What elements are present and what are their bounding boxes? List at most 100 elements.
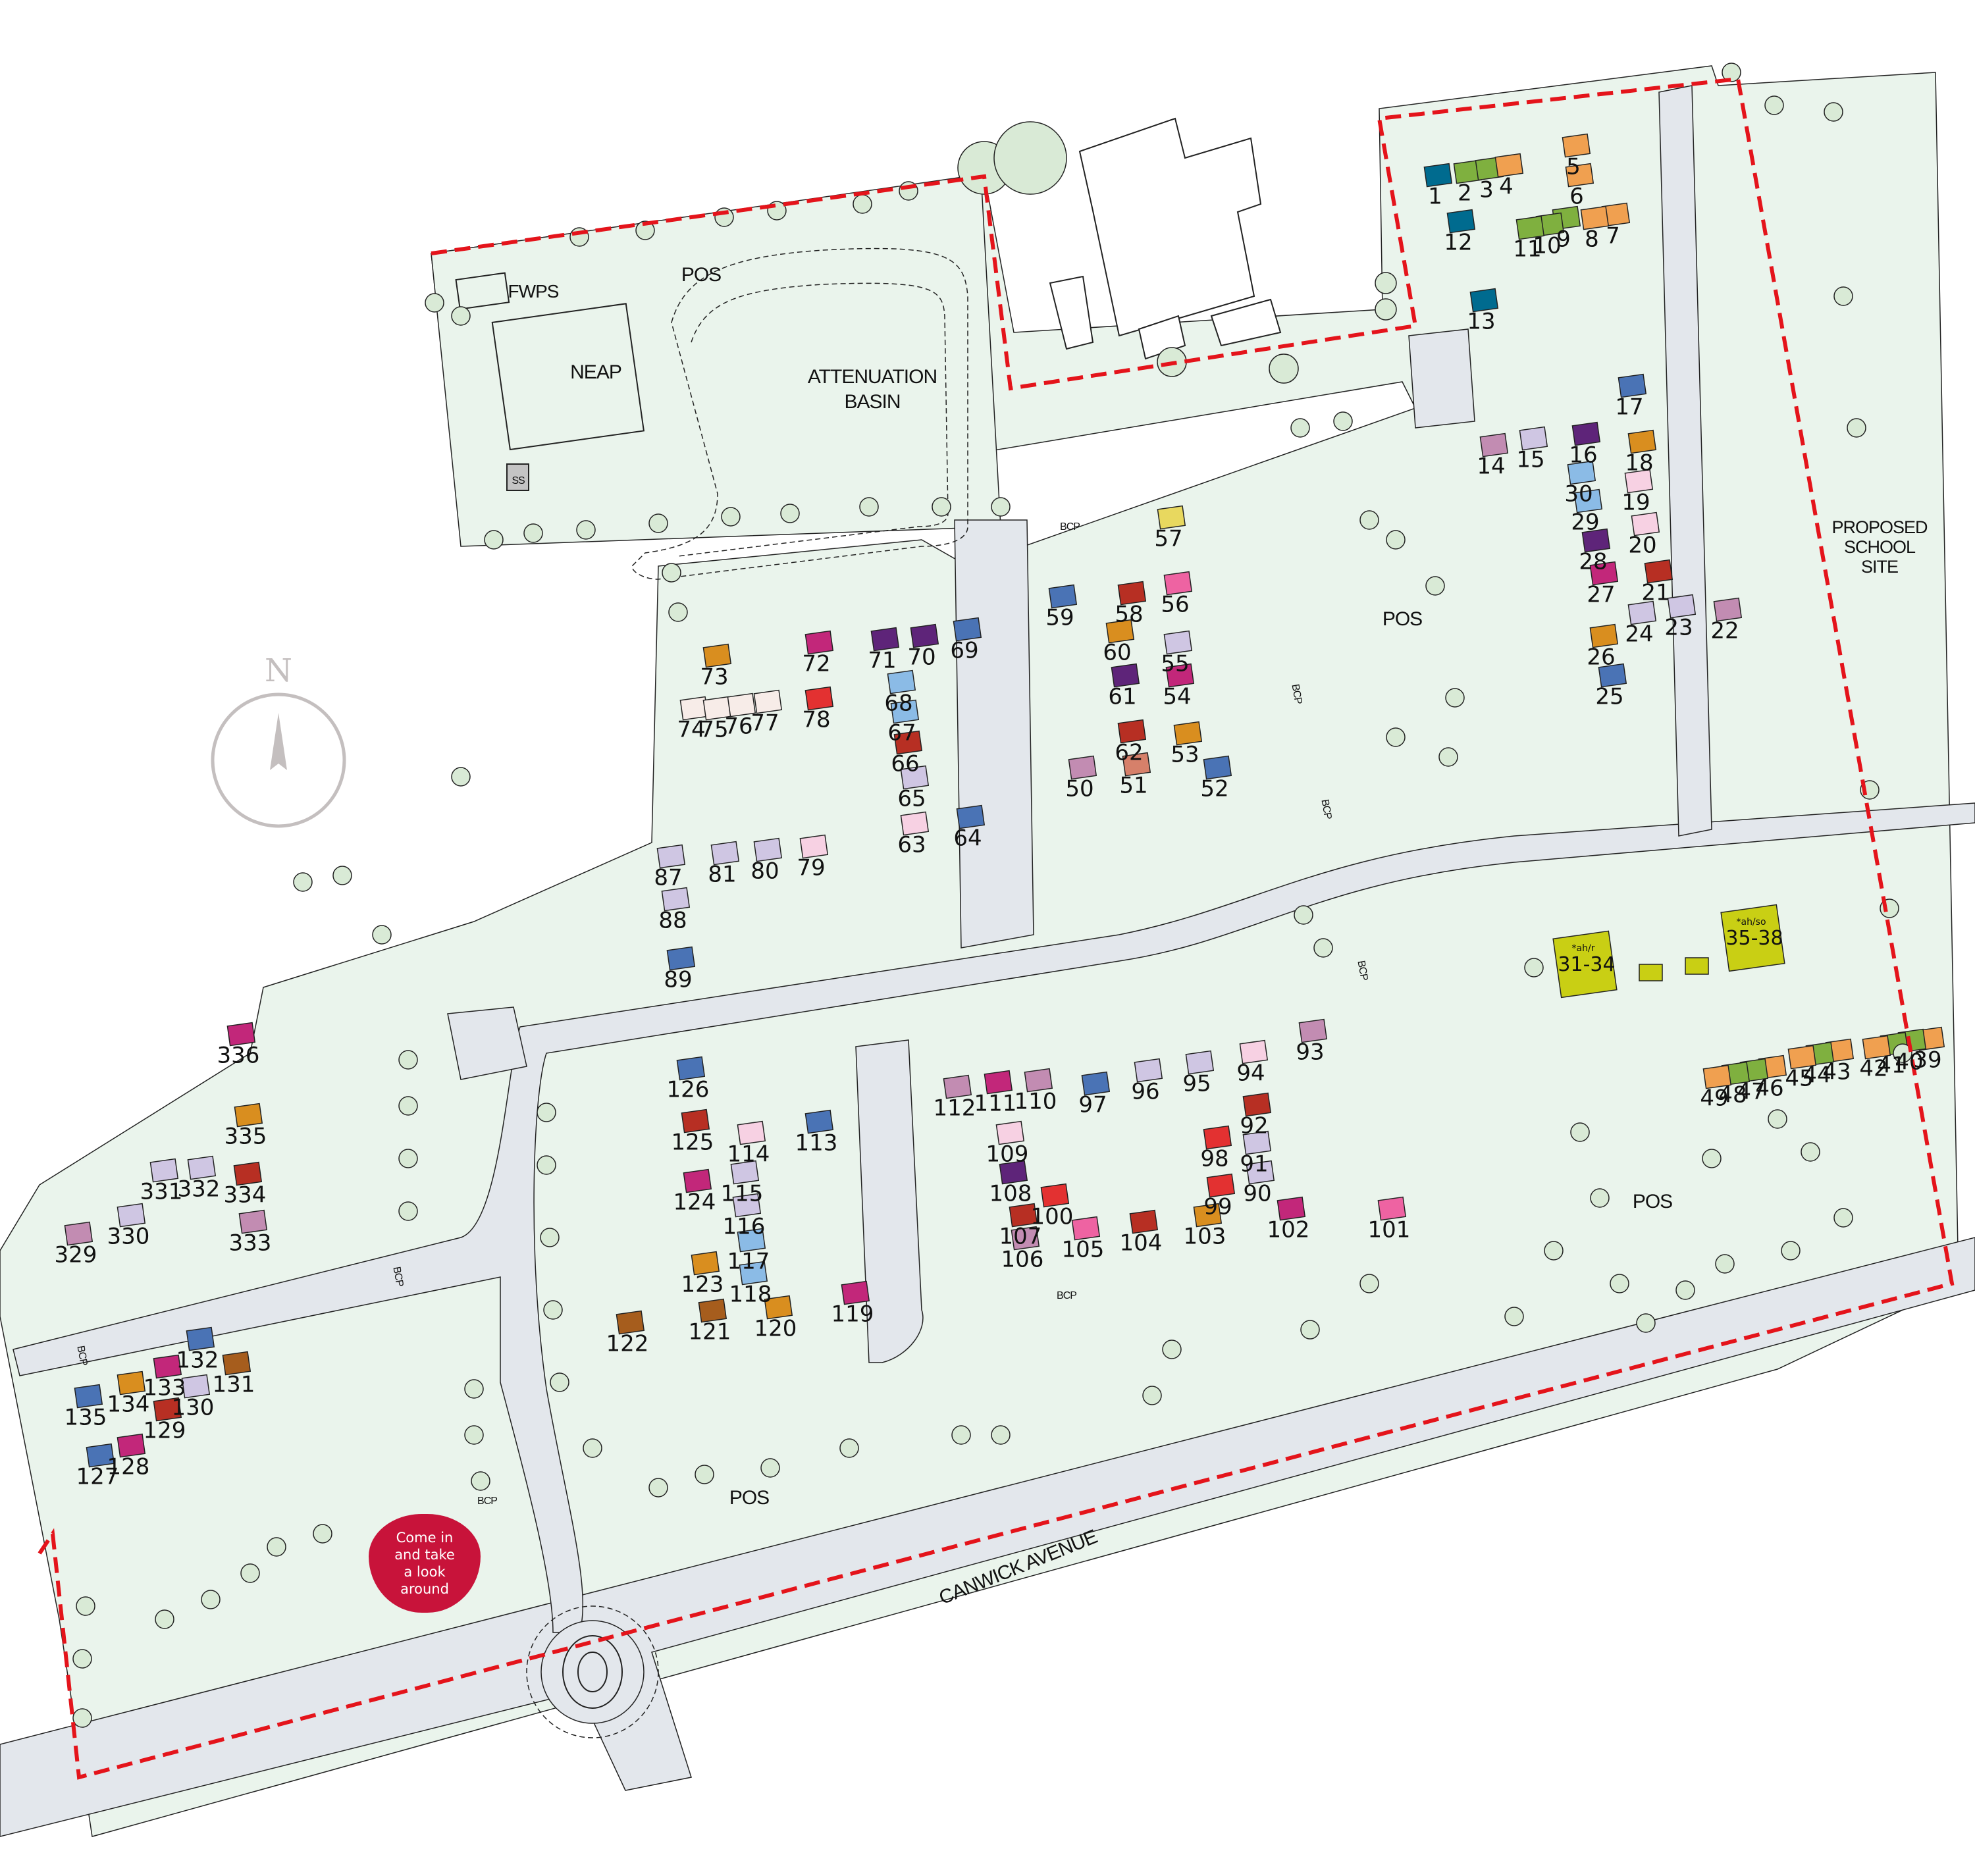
plot-number[interactable]: 13 (1467, 309, 1495, 335)
plot-number[interactable]: 114 (727, 1141, 770, 1168)
plot-104[interactable] (1129, 1209, 1159, 1234)
plot-49[interactable] (1702, 1064, 1732, 1089)
plot-number[interactable]: 106 (1001, 1247, 1044, 1273)
plot-number[interactable]: 335 (224, 1124, 267, 1150)
plot-67[interactable] (890, 699, 920, 724)
plot-number[interactable]: 103 (1184, 1224, 1226, 1250)
plot-number[interactable]: 12 (1444, 230, 1472, 256)
plot-105[interactable] (1071, 1216, 1101, 1241)
plot-11[interactable] (1515, 215, 1545, 240)
plot-77[interactable] (753, 689, 783, 714)
plot-96[interactable] (1134, 1058, 1163, 1083)
plot-127[interactable] (86, 1443, 115, 1468)
plot-25[interactable] (1598, 663, 1627, 688)
plot-number[interactable]: 119 (831, 1301, 874, 1328)
plot-131[interactable] (222, 1351, 251, 1376)
plot-23[interactable] (1667, 594, 1697, 619)
plot-number[interactable]: 56 (1161, 592, 1189, 618)
plot-88[interactable] (661, 887, 691, 912)
plot-13[interactable] (1469, 288, 1499, 313)
plot-76[interactable] (727, 692, 756, 717)
plot-number[interactable]: 105 (1062, 1237, 1105, 1263)
plot-number[interactable]: 97 (1078, 1092, 1107, 1118)
plot-130[interactable] (181, 1374, 211, 1399)
plot-number[interactable]: 120 (754, 1316, 797, 1342)
plot-number[interactable]: 16 (1569, 442, 1597, 469)
plot-26[interactable] (1589, 623, 1619, 648)
plot-number[interactable]: 109 (986, 1141, 1029, 1168)
plot-number[interactable]: 14 (1477, 454, 1505, 480)
plot-333[interactable] (238, 1209, 268, 1234)
plot-number[interactable]: 26 (1587, 644, 1615, 671)
plot-73[interactable] (702, 643, 732, 668)
plot-68[interactable] (887, 669, 916, 694)
plot-69[interactable] (953, 617, 982, 642)
plot-number[interactable]: 111 (974, 1091, 1017, 1117)
plot-number[interactable]: 127 (76, 1464, 119, 1490)
plot-number[interactable]: 71 (868, 648, 896, 674)
plot-5[interactable] (1562, 133, 1591, 158)
plot-number[interactable]: 81 (708, 862, 736, 888)
plot-30[interactable] (1567, 460, 1596, 485)
plot-106[interactable] (1011, 1226, 1040, 1251)
plot-number[interactable]: 118 (729, 1282, 772, 1308)
plot-number[interactable]: 48 (1718, 1082, 1747, 1108)
plot-number[interactable]: 17 (1615, 394, 1643, 421)
plot-number[interactable]: 116 (723, 1214, 766, 1240)
plot-number[interactable]: 52 (1200, 776, 1228, 802)
plot-66[interactable] (893, 730, 923, 755)
plot-number[interactable]: 64 (953, 825, 982, 852)
plot-116[interactable] (732, 1193, 762, 1218)
plot-70[interactable] (910, 623, 939, 648)
plot-132[interactable] (186, 1326, 215, 1351)
plot-number[interactable]: 87 (654, 865, 682, 891)
plot-119[interactable] (841, 1280, 870, 1305)
plot-60[interactable] (1105, 619, 1135, 644)
plot-114[interactable] (737, 1120, 766, 1145)
plot-65[interactable] (900, 765, 930, 790)
plot-1[interactable] (1423, 163, 1453, 188)
plot-330[interactable] (117, 1203, 146, 1228)
plot-79[interactable] (799, 834, 829, 859)
plot-number[interactable]: 18 (1625, 450, 1653, 477)
plot-number[interactable]: 330 (107, 1224, 150, 1250)
plot-124[interactable] (683, 1168, 712, 1193)
plot-number[interactable]: 73 (700, 664, 728, 690)
plot-113[interactable] (804, 1109, 834, 1134)
plot-91[interactable] (1242, 1130, 1272, 1155)
plot-number[interactable]: 53 (1171, 742, 1199, 768)
plot-number[interactable]: 125 (672, 1130, 714, 1156)
plot-50[interactable] (1068, 755, 1097, 780)
plot-number[interactable]: 43 (1822, 1059, 1851, 1085)
plot-number[interactable]: 110 (1014, 1089, 1057, 1115)
plot-number[interactable]: 72 (802, 651, 830, 677)
plot-number[interactable]: 76 (724, 714, 752, 740)
plot-number[interactable]: 80 (750, 858, 779, 885)
plot-number[interactable]: 28 (1579, 549, 1607, 575)
plot-55[interactable] (1163, 630, 1193, 655)
plot-number[interactable]: 67 (887, 720, 916, 746)
plot-number[interactable]: 5 (1566, 154, 1581, 180)
plot-number[interactable]: 133 (144, 1375, 186, 1401)
plot-number[interactable]: 68 (884, 690, 912, 717)
plot-125[interactable] (681, 1108, 710, 1133)
plot-45[interactable] (1787, 1045, 1817, 1070)
plot-number[interactable]: 126 (667, 1077, 710, 1103)
plot-54[interactable] (1165, 663, 1195, 688)
plot-number[interactable]: 113 (795, 1130, 838, 1157)
plot-112[interactable] (943, 1074, 972, 1099)
plot-336[interactable] (226, 1022, 256, 1047)
plot-number[interactable]: 21 (1641, 580, 1670, 606)
plot-135[interactable] (74, 1384, 103, 1409)
plot-number[interactable]: 104 (1120, 1230, 1163, 1257)
plot-number[interactable]: 25 (1595, 684, 1623, 710)
plot-number[interactable]: 132 (176, 1347, 219, 1374)
plot-number[interactable]: 11 (1513, 236, 1541, 263)
plot-18[interactable] (1627, 429, 1657, 454)
plot-number[interactable]: 62 (1115, 740, 1143, 766)
plot-120[interactable] (764, 1295, 793, 1320)
plot-20[interactable] (1631, 511, 1660, 536)
plot-28[interactable] (1581, 528, 1611, 553)
plot-21[interactable] (1644, 559, 1673, 584)
plot-27[interactable] (1589, 561, 1619, 586)
